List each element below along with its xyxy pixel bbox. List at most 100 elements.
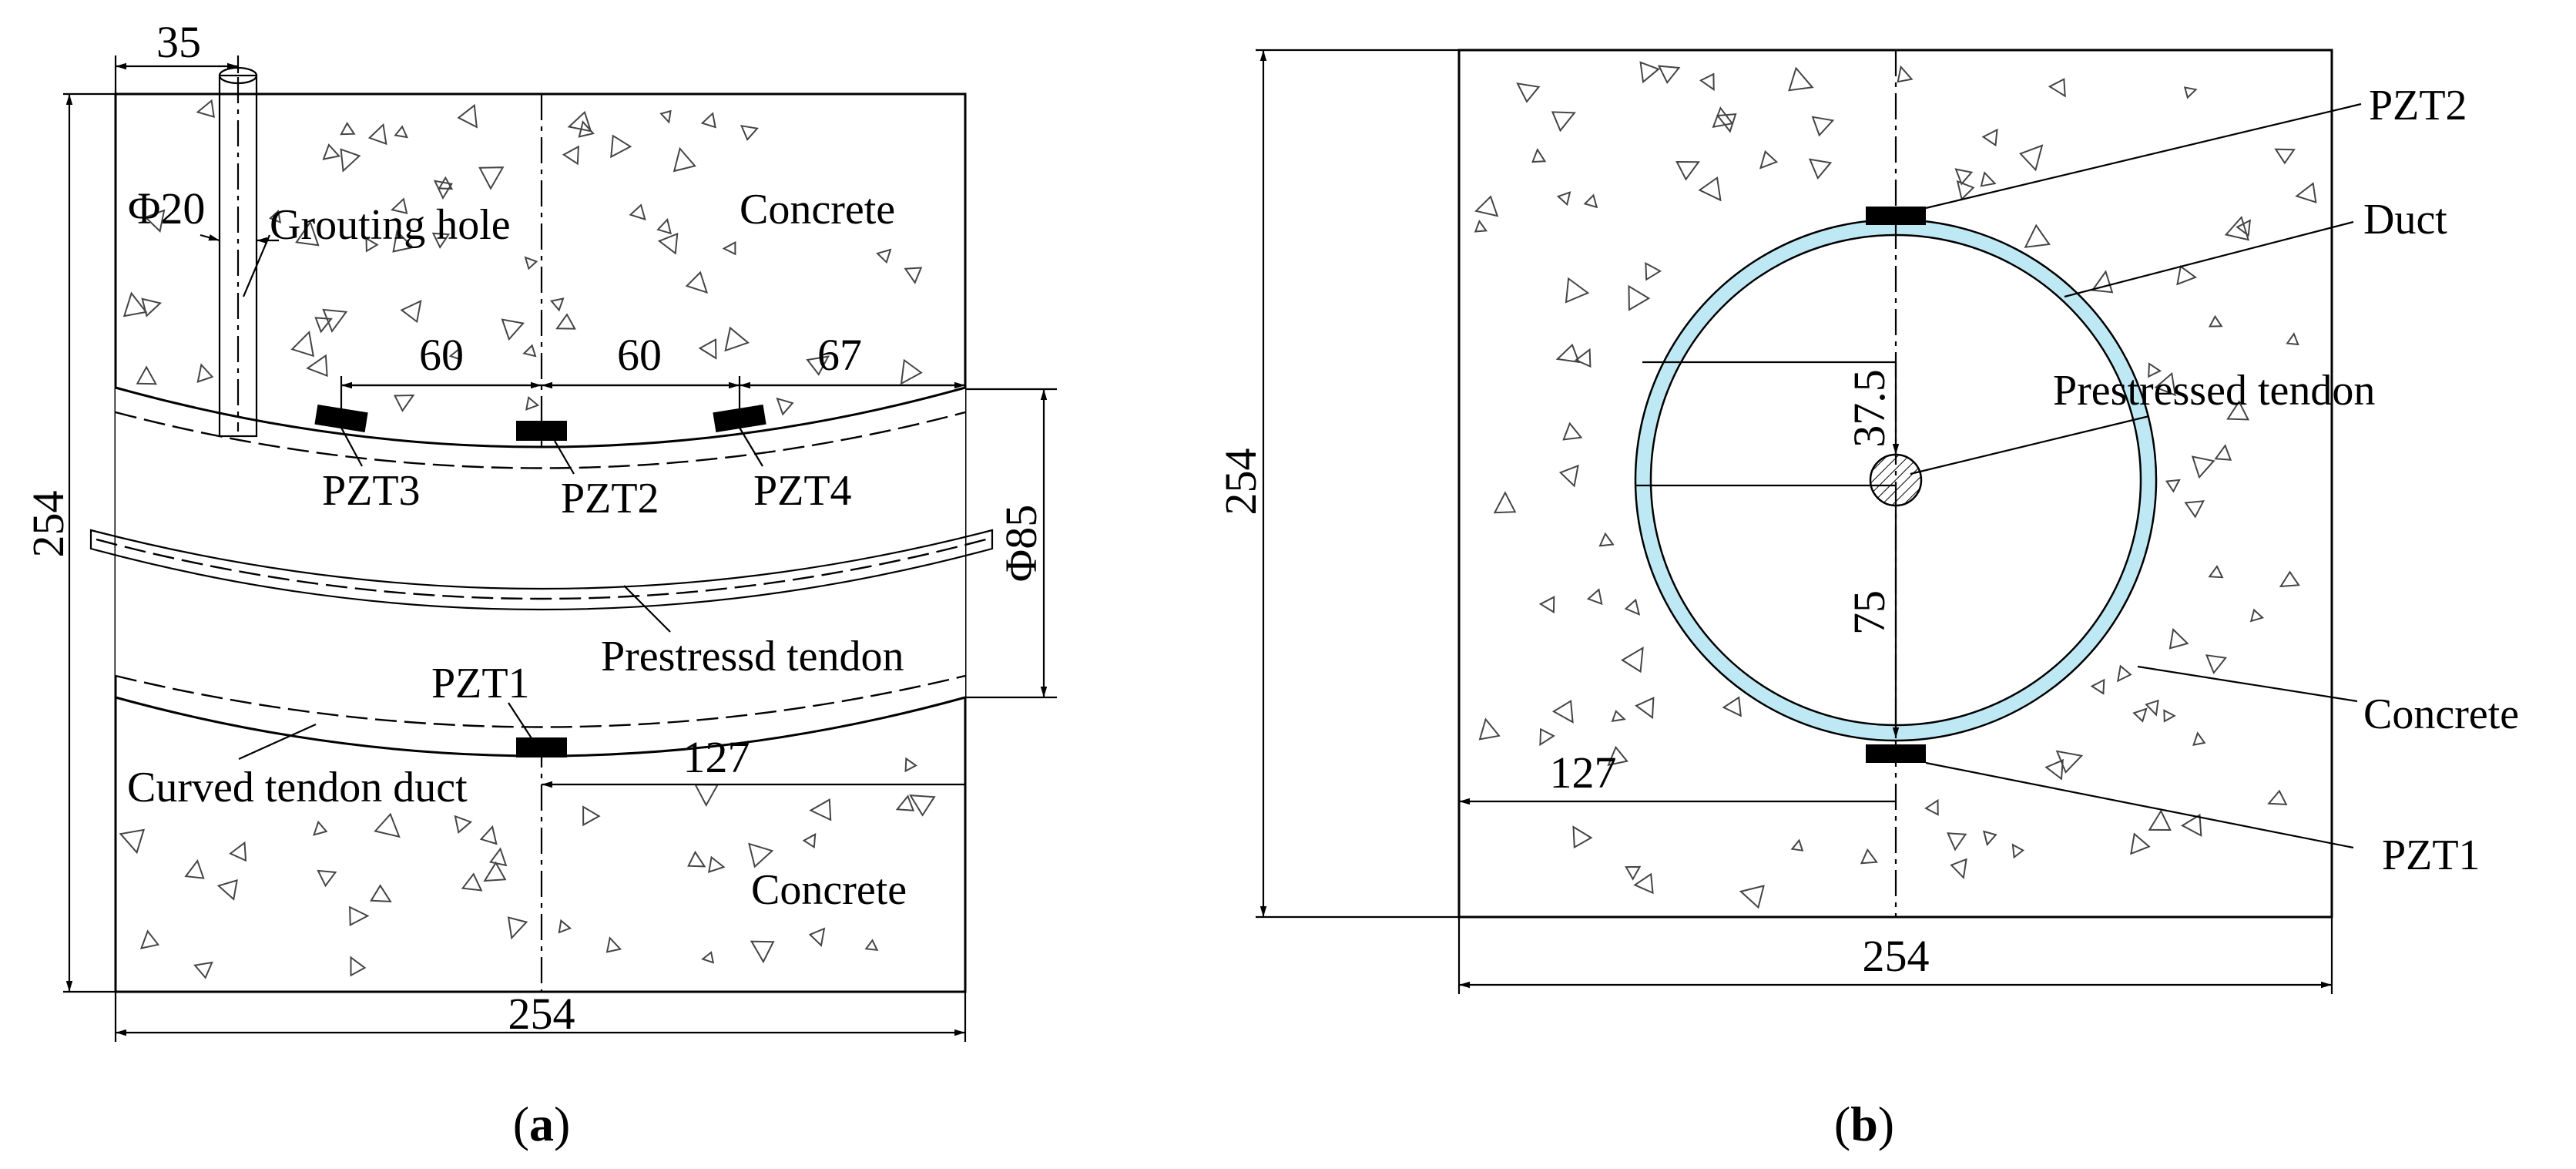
aggregate-mark	[700, 112, 716, 129]
aggregate-mark	[2116, 664, 2132, 683]
tendon-a	[89, 529, 994, 611]
aggregate-mark	[549, 297, 565, 312]
aggregate-mark	[2249, 608, 2265, 623]
aggregate-marks-a	[119, 99, 936, 979]
aggregate-mark	[1565, 277, 1590, 304]
leader-pzt2-b	[1925, 102, 2362, 210]
dim-phi20: Φ20	[128, 183, 205, 233]
aggregate-mark	[1558, 464, 1579, 488]
aggregate-mark	[139, 929, 160, 949]
aggregate-mark	[1712, 106, 1734, 129]
aggregate-mark	[740, 125, 759, 141]
aggregate-mark	[2208, 565, 2224, 579]
aggregate-mark	[1698, 176, 1722, 202]
aggregate-mark	[629, 203, 646, 221]
aggregate-mark	[350, 956, 367, 977]
aggregate-mark	[2148, 809, 2172, 831]
label-pzt3: PZT3	[322, 467, 421, 515]
aggregate-mark	[1950, 858, 1967, 880]
aggregate-mark	[144, 209, 166, 233]
aggregate-mark	[555, 313, 576, 330]
aggregate-mark	[196, 363, 214, 384]
aggregate-mark	[1583, 193, 1598, 209]
aggregate-mark	[2205, 654, 2228, 675]
aggregate-mark	[394, 125, 408, 139]
duct-top-wall	[115, 386, 966, 448]
aggregate-mark	[904, 267, 923, 284]
aggregate-mark	[724, 326, 750, 352]
aggregate-mark	[136, 365, 158, 385]
label-pzt1-b: PZT1	[2382, 831, 2480, 879]
label-duct-b: Duct	[2363, 196, 2447, 244]
aggregate-mark	[2091, 270, 2114, 294]
leader-pzt2-a	[554, 440, 575, 475]
aggregate-mark	[708, 855, 726, 873]
aggregate-mark	[1981, 128, 1998, 147]
aggregate-mark	[1788, 66, 1814, 92]
aggregate-mark	[340, 148, 361, 173]
aggregate-mark	[507, 916, 528, 940]
aggregate-mark	[864, 939, 879, 951]
aggregate-mark	[1551, 700, 1574, 724]
aggregate-mark	[806, 355, 830, 376]
aggregate-mark	[2145, 699, 2159, 717]
aggregate-mark	[2274, 148, 2296, 165]
aggregate-mark	[367, 123, 387, 146]
grouting-hole-pipe	[218, 74, 258, 438]
aggregate-mark	[340, 121, 356, 136]
aggregate-mark	[322, 308, 348, 333]
aggregate-mark	[2163, 709, 2176, 723]
aggregate-mark	[701, 951, 715, 964]
aggregate-mark	[808, 927, 826, 947]
aggregate-mark	[1531, 148, 1547, 163]
aggregate-mark	[908, 794, 936, 817]
duct-top-inner-wall	[115, 411, 966, 469]
aggregate-mark	[193, 961, 213, 979]
aggregate-mark	[1574, 348, 1592, 368]
aggregate-mark	[2055, 750, 2084, 774]
aggregate-mark	[2168, 627, 2189, 650]
label-tendon-a: Prestressd tendon	[601, 633, 904, 680]
aggregate-mark	[322, 143, 341, 160]
aggregate-mark	[501, 318, 525, 341]
aggregate-mark	[2048, 78, 2066, 98]
aggregate-mark	[313, 820, 328, 836]
pzt4-sensor	[713, 404, 766, 433]
aggregate-mark	[1551, 111, 1576, 133]
aggregate-mark	[1675, 160, 1700, 181]
aggregate-mark	[365, 237, 379, 253]
aggregate-mark	[567, 110, 592, 133]
leader-pzt4	[739, 427, 763, 467]
aggregate-mark	[2024, 223, 2051, 248]
aggregate-mark	[1621, 647, 1644, 674]
aggregate-mark	[562, 145, 579, 166]
aggregate-mark	[1625, 865, 1642, 881]
aggregate-mark	[1539, 727, 1555, 747]
aggregate-mark	[1947, 832, 1967, 852]
leader-grouting-hole	[242, 234, 271, 297]
aggregate-mark	[1956, 180, 1975, 201]
aggregate-mark	[1980, 171, 1997, 187]
aggregate-mark	[687, 850, 706, 868]
aggregate-mark	[2044, 758, 2064, 781]
aggregate-mark	[1645, 261, 1662, 281]
caption-a: (a)	[513, 1097, 571, 1151]
aggregate-mark	[431, 232, 451, 249]
dim-67: 67	[817, 330, 862, 380]
aggregate-mark	[809, 798, 832, 821]
aggregate-mark	[1598, 532, 1615, 547]
aggregate-mark	[317, 869, 337, 888]
aggregate-mark	[1954, 168, 1974, 186]
aggregate-mark	[1699, 72, 1715, 92]
aggregate-mark	[2180, 813, 2202, 838]
aggregate-mark	[1474, 220, 1488, 233]
aggregate-mark	[1538, 596, 1555, 614]
aggregate-mark	[656, 217, 672, 235]
label-concrete-b: Concrete	[2363, 690, 2519, 738]
aggregate-mark	[2148, 362, 2162, 378]
dim-254-b-height: 254	[1216, 448, 1266, 516]
aggregate-mark	[2286, 332, 2299, 346]
panel-a: 35 Φ20 Grouting hole Concrete Concrete 6…	[23, 17, 1057, 1151]
aggregate-mark	[454, 815, 473, 834]
aggregate-mark	[2236, 219, 2251, 237]
